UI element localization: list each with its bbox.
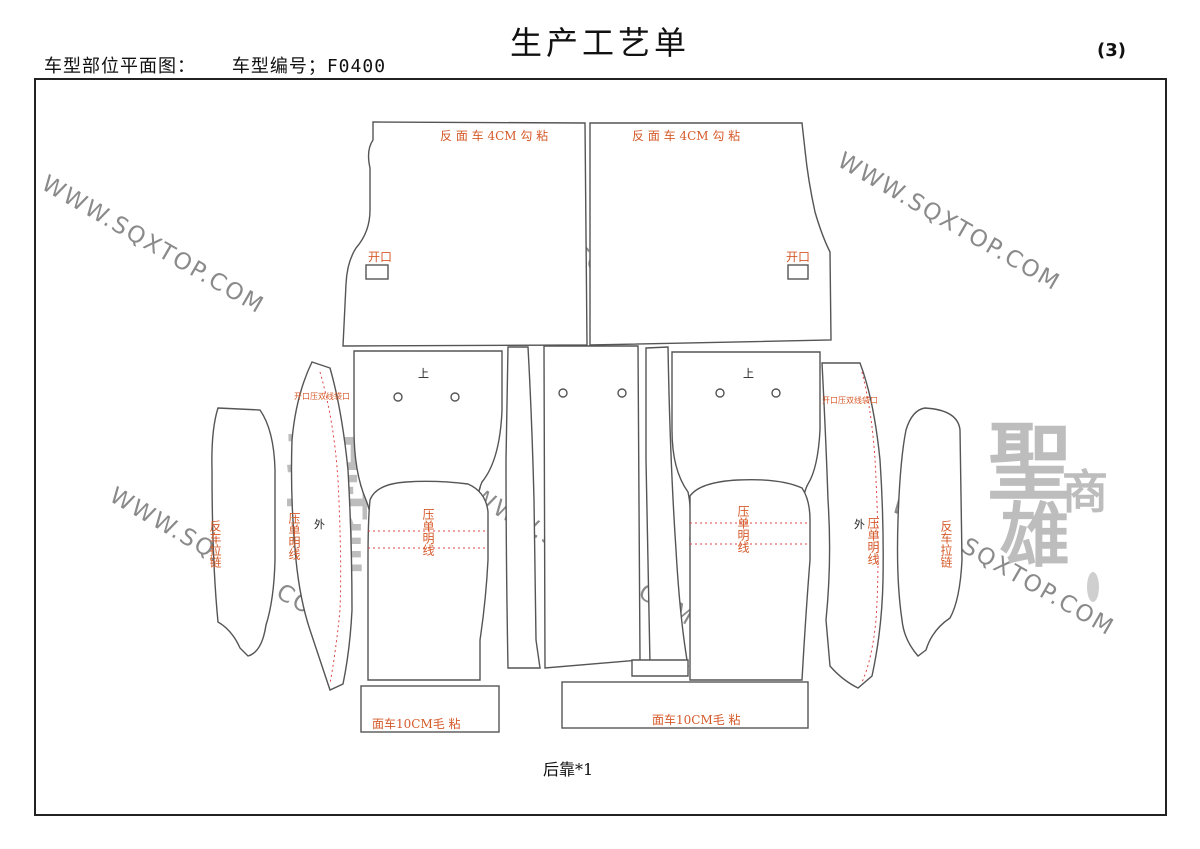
note-zip-left: 反车拉链	[208, 520, 222, 568]
diagram-caption: 后靠*1	[543, 760, 593, 779]
watermark-url-3: WWW.SQXTOP.COM	[833, 148, 1065, 297]
note-bottom-left-band: 面车10CM毛 粘	[372, 716, 461, 731]
stitch-line-left-inner	[319, 371, 342, 685]
watermark-logo-3c: 雄	[1000, 494, 1070, 577]
model-number: 车型编号；F0400	[231, 56, 387, 77]
note-single-line-b: 压单明线	[421, 508, 435, 556]
side-strip-left-inner	[290, 361, 353, 691]
hole-markers	[393, 388, 781, 402]
note-opening-right: 开口	[786, 250, 810, 264]
note-opening-left: 开口	[368, 250, 392, 264]
note-single-line-d: 压单明线	[866, 517, 880, 565]
note-zip-right: 反车拉链	[939, 520, 953, 568]
watermark-seal-icon	[1087, 572, 1099, 602]
side-strip-left-outer	[211, 407, 276, 657]
hole-marker	[450, 392, 460, 402]
opening-slot-right	[787, 264, 809, 280]
header-info: 车型部位平面图： 车型编号；F0400	[44, 52, 410, 78]
stitch-line-right-inner	[861, 371, 879, 683]
side-strip-right-outer	[896, 407, 963, 657]
note-bottom-right-band: 面车10CM毛 粘	[652, 712, 741, 727]
page-number: (3)	[1097, 40, 1126, 61]
long-strip-joint	[631, 659, 689, 677]
bottom-band-right	[561, 681, 809, 729]
bottom-band-left	[360, 685, 500, 733]
top-left-panel	[342, 121, 588, 347]
hole-marker	[715, 388, 725, 398]
watermark-url-1: WWW.SQXTOP.COM	[37, 171, 269, 320]
long-strip-c	[645, 346, 689, 667]
watermark-logo-3b: 商	[1062, 465, 1108, 519]
note-up-right: 上	[743, 367, 754, 380]
plan-label: 车型部位平面图：	[44, 56, 196, 77]
opening-slot-left	[365, 264, 389, 280]
top-right-panel	[589, 122, 832, 346]
note-outer-left: 外	[314, 518, 325, 531]
note-pocket-left: 开口压双线袋口	[294, 391, 350, 401]
long-strip-a	[505, 346, 541, 669]
hole-marker	[617, 388, 627, 398]
note-outer-right: 外	[854, 518, 865, 531]
side-strip-right-inner	[821, 362, 884, 689]
hole-marker	[393, 392, 403, 402]
hole-marker	[558, 388, 568, 398]
drawing-frame	[34, 78, 1167, 816]
note-single-line-c: 压单明线	[736, 505, 750, 553]
watermark-logo-3a: 聖	[988, 413, 1072, 512]
note-up-left: 上	[418, 367, 429, 380]
note-top-left-band: 反 面 车 4CM 勾 粘	[440, 128, 548, 143]
hole-marker	[771, 388, 781, 398]
page-title: 生产工艺单	[509, 24, 690, 62]
lower-right-seat	[689, 479, 811, 681]
note-single-line-a: 压单明线	[287, 512, 301, 560]
note-top-right-band: 反 面 车 4CM 勾 粘	[632, 128, 740, 143]
note-pocket-right: 开口压双线袋口	[822, 395, 878, 405]
